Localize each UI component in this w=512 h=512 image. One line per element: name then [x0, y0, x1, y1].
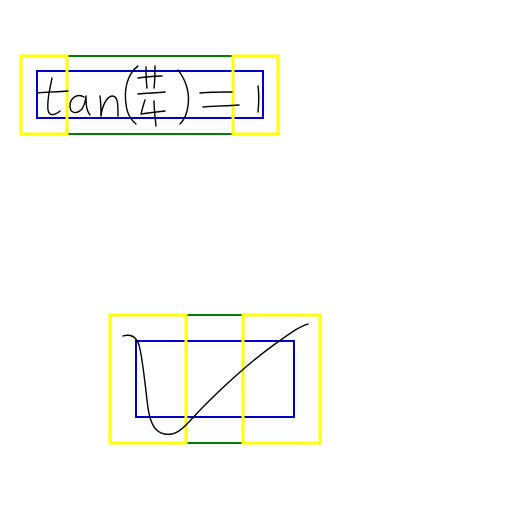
blue-box-2 [135, 340, 295, 418]
stroke-pi-right [153, 65, 156, 89]
handwritten-curve [122, 323, 309, 435]
stroke-equals-top [199, 91, 233, 94]
stroke-close-paren [177, 69, 190, 125]
curve-group [108, 313, 322, 445]
stroke-open-paren [124, 65, 139, 125]
stroke-four-b [153, 100, 157, 127]
yellow-box-right [231, 54, 280, 136]
stroke-pi-bar [137, 75, 163, 79]
stroke-n [99, 95, 119, 117]
blue-box [36, 70, 264, 119]
stroke-a [69, 94, 91, 116]
equation-group [19, 54, 280, 136]
yellow-box-left [19, 54, 69, 136]
stroke-t-stem [47, 77, 61, 116]
yellow-box-left-2 [108, 313, 188, 445]
stroke-equals-bottom [202, 104, 240, 108]
yellow-box-right-2 [241, 313, 322, 445]
stroke-one [257, 85, 260, 113]
stroke-four-a [140, 99, 166, 115]
handwritten-equation [36, 65, 260, 127]
stroke-pi-left [145, 66, 148, 89]
stroke-t-bar [36, 90, 69, 94]
stroke-fraction-bar [137, 91, 166, 95]
